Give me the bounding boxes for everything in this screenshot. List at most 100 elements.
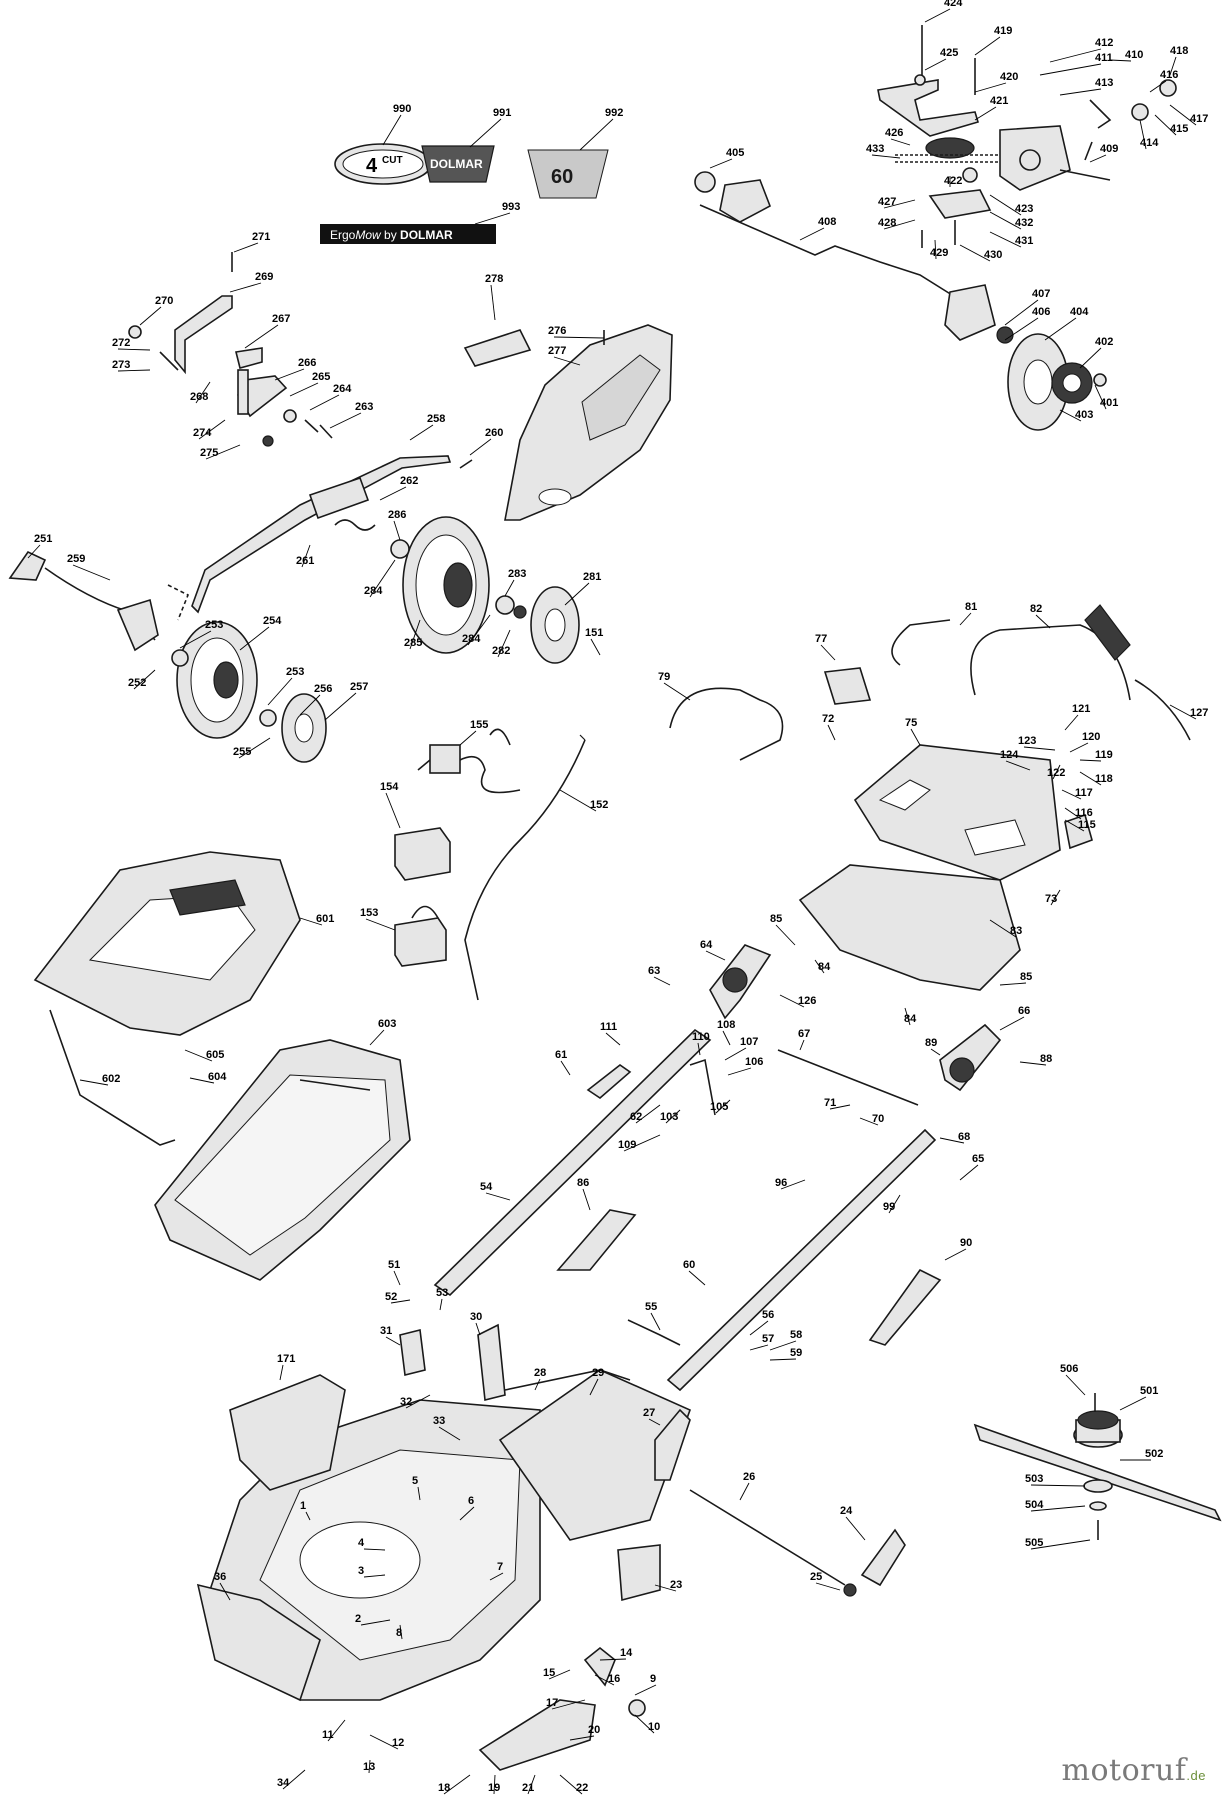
part-number-5: 5: [412, 1475, 418, 1487]
part-number-16: 16: [608, 1673, 620, 1685]
leader-line: [133, 669, 156, 690]
leader-line: [1030, 1484, 1086, 1487]
part-number-110: 110: [692, 1031, 710, 1043]
part-number-81: 81: [965, 601, 977, 613]
leader-line: [769, 1340, 797, 1351]
part-number-85: 85: [1020, 971, 1032, 983]
part-number-426: 426: [885, 127, 903, 139]
part-number-264: 264: [333, 383, 352, 395]
part-number-155: 155: [470, 719, 488, 731]
part-number-66: 66: [1018, 1005, 1030, 1017]
part-number-430: 430: [984, 249, 1002, 261]
leader-line: [974, 36, 1001, 56]
leader-line: [1059, 409, 1082, 422]
leader-line: [959, 1164, 979, 1181]
part-number-604: 604: [208, 1071, 227, 1083]
leader-line: [301, 544, 311, 568]
leader-line: [385, 792, 401, 829]
part-number-431: 431: [1015, 235, 1033, 247]
leader-line: [1064, 714, 1079, 731]
leader-line: [1005, 760, 1031, 771]
part-number-123: 123: [1018, 735, 1036, 747]
leader-line: [605, 1032, 621, 1046]
part-number-501: 501: [1140, 1385, 1158, 1397]
blade-502: [973, 1393, 1222, 1540]
part-number-55: 55: [645, 1301, 657, 1313]
rear-wheel-285: [390, 516, 580, 664]
leader-line: [1004, 317, 1039, 341]
part-number-432: 432: [1015, 217, 1033, 229]
part-number-85: 85: [770, 913, 782, 925]
part-number-262: 262: [400, 475, 418, 487]
part-number-71: 71: [824, 1097, 836, 1109]
part-number-403: 403: [1075, 409, 1093, 421]
leader-line: [369, 1029, 385, 1046]
part-number-119: 119: [1095, 749, 1113, 761]
leader-line: [959, 244, 991, 262]
part-number-258: 258: [427, 413, 445, 425]
part-number-275: 275: [200, 447, 218, 459]
part-number-433: 433: [866, 143, 884, 155]
decal-993-by: by: [381, 228, 400, 242]
part-number-72: 72: [822, 713, 834, 725]
part-number-412: 412: [1095, 37, 1113, 49]
part-number-64: 64: [700, 939, 713, 951]
leader-line: [859, 1117, 879, 1126]
leader-line: [999, 1016, 1025, 1031]
leader-line: [1044, 317, 1077, 341]
leader-line: [1019, 1061, 1047, 1066]
leader-line: [769, 1358, 797, 1361]
part-number-118: 118: [1095, 773, 1113, 785]
leader-line: [493, 1774, 496, 1795]
lower-handle-56: [666, 1128, 937, 1392]
part-number-272: 272: [112, 337, 130, 349]
leader-line: [327, 1719, 346, 1742]
part-number-88: 88: [1040, 1053, 1052, 1065]
leader-line: [369, 1734, 399, 1750]
leader-line: [289, 382, 319, 397]
decal-992: 60: [527, 149, 609, 199]
leader-line: [1149, 80, 1167, 93]
drive-rod-408: [694, 171, 1014, 344]
part-number-152: 152: [590, 799, 608, 811]
part-number-13: 13: [363, 1761, 375, 1773]
part-number-281: 281: [583, 571, 601, 583]
part-number-408: 408: [818, 216, 836, 228]
part-number-65: 65: [972, 1153, 984, 1165]
leader-line: [1079, 771, 1102, 786]
part-number-30: 30: [470, 1311, 482, 1323]
part-number-420: 420: [1000, 71, 1018, 83]
part-number-52: 52: [385, 1291, 397, 1303]
leader-line: [1059, 88, 1102, 96]
leader-line: [590, 638, 601, 656]
leader-line: [989, 211, 1022, 230]
leader-line: [329, 412, 362, 429]
part-number-127: 127: [1190, 707, 1208, 719]
part-number-252: 252: [128, 677, 146, 689]
leader-line: [79, 1079, 109, 1086]
leader-line: [1169, 56, 1177, 76]
lower-console-83: [798, 864, 1021, 991]
part-number-414: 414: [1140, 137, 1159, 149]
part-number-253: 253: [286, 666, 304, 678]
leader-line: [749, 1320, 769, 1336]
leader-line: [910, 728, 921, 746]
part-number-602: 602: [102, 1073, 120, 1085]
part-number-11: 11: [322, 1729, 334, 1741]
part-number-68: 68: [958, 1131, 970, 1143]
decal-number-992: 992: [605, 107, 623, 119]
wheel-mount-14: [583, 1646, 646, 1717]
leader-line: [599, 1658, 627, 1661]
leader-line: [282, 1769, 306, 1790]
part-number-58: 58: [790, 1329, 802, 1341]
leader-line: [564, 582, 590, 606]
leader-line: [944, 1248, 967, 1261]
leader-line: [888, 1194, 901, 1214]
part-number-90: 90: [960, 1237, 972, 1249]
decal-number-990: 990: [393, 103, 411, 115]
leader-line: [709, 158, 733, 169]
leader-line: [924, 8, 951, 23]
leader-line: [238, 737, 271, 759]
leader-line: [989, 194, 1022, 216]
